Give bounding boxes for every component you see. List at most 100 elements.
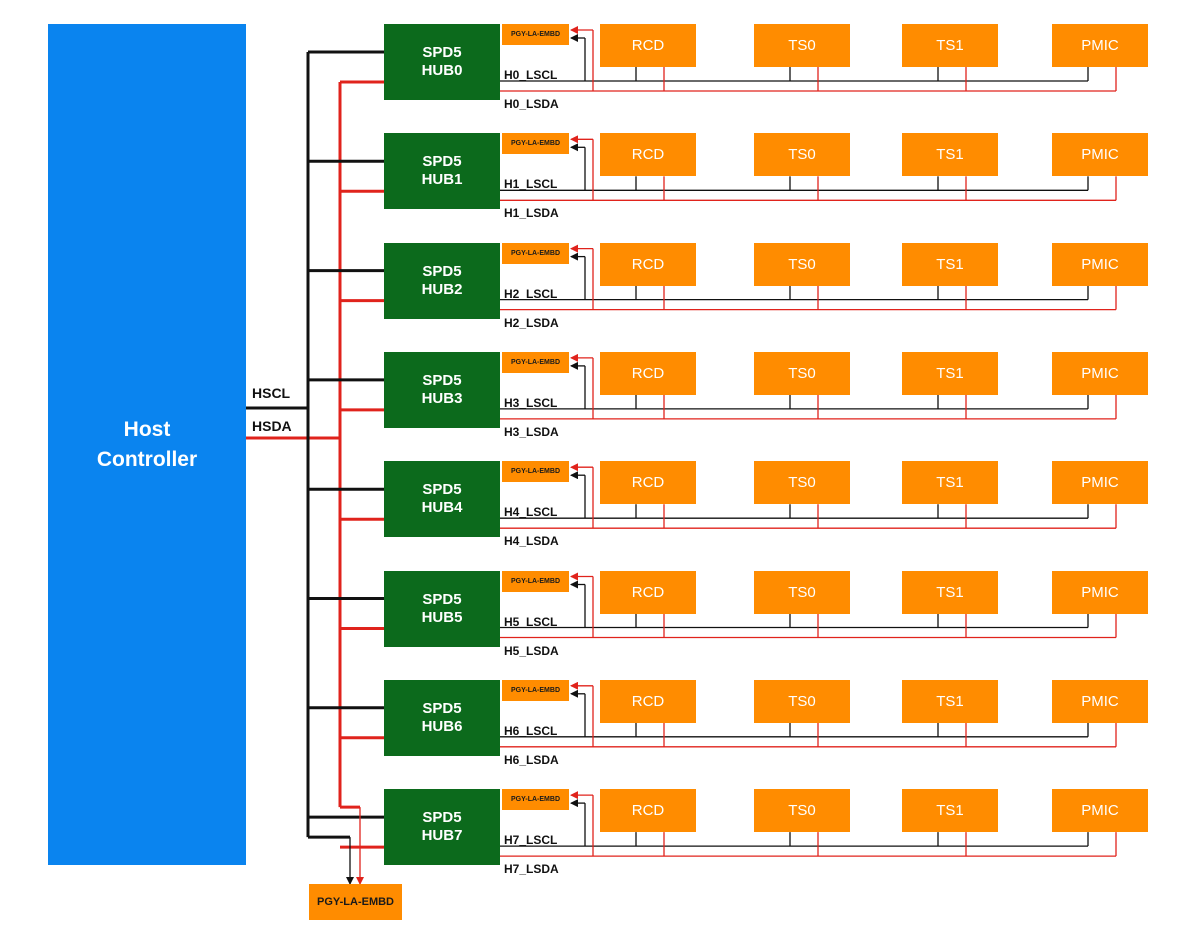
hub-label: SPD5 HUB2 — [421, 262, 463, 298]
device-label: TS1 — [936, 37, 964, 54]
device-ts1: TS1 — [902, 789, 998, 833]
hub-label: SPD5 HUB6 — [421, 699, 463, 735]
device-label: TS0 — [788, 802, 816, 820]
host-controller-label: Host Controller — [96, 417, 198, 471]
device-pmic: PMIC — [1052, 133, 1148, 177]
device-pmic: PMIC — [1052, 24, 1148, 67]
device-ts0: TS0 — [754, 570, 850, 614]
hub-1: SPD5 HUB1 — [384, 133, 500, 210]
logic-analyzer-4: PGY-LA-EMBD — [502, 461, 569, 483]
device-label: TS1 — [936, 692, 964, 710]
hub-3: SPD5 HUB3 — [384, 351, 500, 428]
device-pmic: PMIC — [1052, 679, 1148, 723]
device-label: RCD — [631, 474, 665, 492]
logic-analyzer-2: PGY-LA-EMBD — [502, 242, 569, 264]
device-ts0: TS0 — [754, 679, 850, 723]
lsda-label: H3_LSDA — [504, 424, 559, 439]
device-label: TS0 — [788, 692, 816, 710]
device-rcd: RCD — [600, 570, 696, 614]
device-label: RCD — [631, 255, 665, 273]
device-rcd: RCD — [600, 351, 696, 395]
device-label: TS0 — [788, 364, 816, 382]
bottom-analyzer-label: PGY-LA-EMBD — [317, 896, 394, 908]
bottom-analyzer: PGY-LA-EMBD — [309, 884, 402, 920]
hub-label: SPD5 HUB1 — [421, 153, 463, 189]
device-label: PMIC — [1081, 583, 1119, 601]
lsda-label: H6_LSDA — [504, 752, 559, 767]
hub-2: SPD5 HUB2 — [384, 242, 500, 319]
hub-7: SPD5 HUB7 — [384, 789, 500, 866]
logic-analyzer-6: PGY-LA-EMBD — [502, 679, 569, 701]
logic-analyzer-label: PGY-LA-EMBD — [511, 577, 560, 585]
device-label: RCD — [631, 364, 665, 382]
lscl-label: H2_LSCL — [504, 286, 558, 301]
logic-analyzer-5: PGY-LA-EMBD — [502, 570, 569, 592]
lsda-label: H5_LSDA — [504, 643, 559, 658]
hub-6: SPD5 HUB6 — [384, 679, 500, 756]
lscl-label: H6_LSCL — [504, 723, 558, 738]
device-ts1: TS1 — [902, 133, 998, 177]
lsda-label: H0_LSDA — [504, 97, 559, 111]
device-label: TS0 — [788, 37, 816, 54]
device-ts1: TS1 — [902, 461, 998, 505]
lscl-label: H4_LSCL — [504, 505, 558, 520]
lsda-label: H7_LSDA — [504, 862, 559, 877]
device-label: TS0 — [788, 474, 816, 492]
logic-analyzer-label: PGY-LA-EMBD — [511, 796, 560, 804]
device-pmic: PMIC — [1052, 242, 1148, 286]
device-ts1: TS1 — [902, 242, 998, 286]
hub-4: SPD5 HUB4 — [384, 461, 500, 538]
logic-analyzer-0: PGY-LA-EMBD — [502, 24, 569, 45]
device-ts1: TS1 — [902, 570, 998, 614]
lscl-label: H7_LSCL — [504, 833, 558, 848]
device-label: TS1 — [936, 146, 964, 164]
lscl-label: H0_LSCL — [504, 68, 558, 82]
lsda-label: H1_LSDA — [504, 206, 559, 221]
logic-analyzer-label: PGY-LA-EMBD — [511, 140, 560, 148]
device-rcd: RCD — [600, 133, 696, 177]
logic-analyzer-1: PGY-LA-EMBD — [502, 133, 569, 155]
device-label: TS1 — [936, 255, 964, 273]
device-label: TS1 — [936, 364, 964, 382]
device-rcd: RCD — [600, 24, 696, 67]
device-label: PMIC — [1081, 255, 1119, 273]
logic-analyzer-7: PGY-LA-EMBD — [502, 789, 569, 811]
device-rcd: RCD — [600, 461, 696, 505]
device-label: PMIC — [1081, 474, 1119, 492]
lscl-label: H1_LSCL — [504, 177, 558, 192]
lsda-label: H2_LSDA — [504, 315, 559, 330]
device-label: RCD — [631, 802, 665, 820]
device-ts0: TS0 — [754, 789, 850, 833]
device-label: RCD — [631, 146, 665, 164]
device-ts0: TS0 — [754, 133, 850, 177]
device-label: PMIC — [1081, 364, 1119, 382]
device-label: PMIC — [1081, 146, 1119, 164]
hub-label: SPD5 HUB3 — [421, 371, 463, 407]
device-label: PMIC — [1081, 802, 1119, 820]
device-rcd: RCD — [600, 242, 696, 286]
device-pmic: PMIC — [1052, 461, 1148, 505]
lscl-label: H5_LSCL — [504, 614, 558, 629]
device-ts0: TS0 — [754, 242, 850, 286]
device-pmic: PMIC — [1052, 789, 1148, 833]
logic-analyzer-label: PGY-LA-EMBD — [511, 31, 560, 38]
device-label: TS0 — [788, 255, 816, 273]
hsda-label: HSDA — [252, 418, 292, 434]
device-label: TS0 — [788, 146, 816, 164]
hub-label: SPD5 HUB5 — [421, 590, 463, 626]
hscl-label: HSCL — [252, 385, 291, 401]
device-label: RCD — [631, 583, 665, 601]
device-pmic: PMIC — [1052, 570, 1148, 614]
logic-analyzer-label: PGY-LA-EMBD — [511, 249, 560, 257]
device-ts1: TS1 — [902, 679, 998, 723]
device-rcd: RCD — [600, 679, 696, 723]
device-pmic: PMIC — [1052, 351, 1148, 395]
hub-5: SPD5 HUB5 — [384, 570, 500, 647]
lsda-label: H4_LSDA — [504, 534, 559, 549]
logic-analyzer-label: PGY-LA-EMBD — [511, 358, 560, 366]
device-label: TS0 — [788, 583, 816, 601]
device-label: TS1 — [936, 474, 964, 492]
hub-label: SPD5 HUB7 — [421, 809, 463, 845]
hub-label: SPD5 HUB0 — [421, 44, 463, 79]
